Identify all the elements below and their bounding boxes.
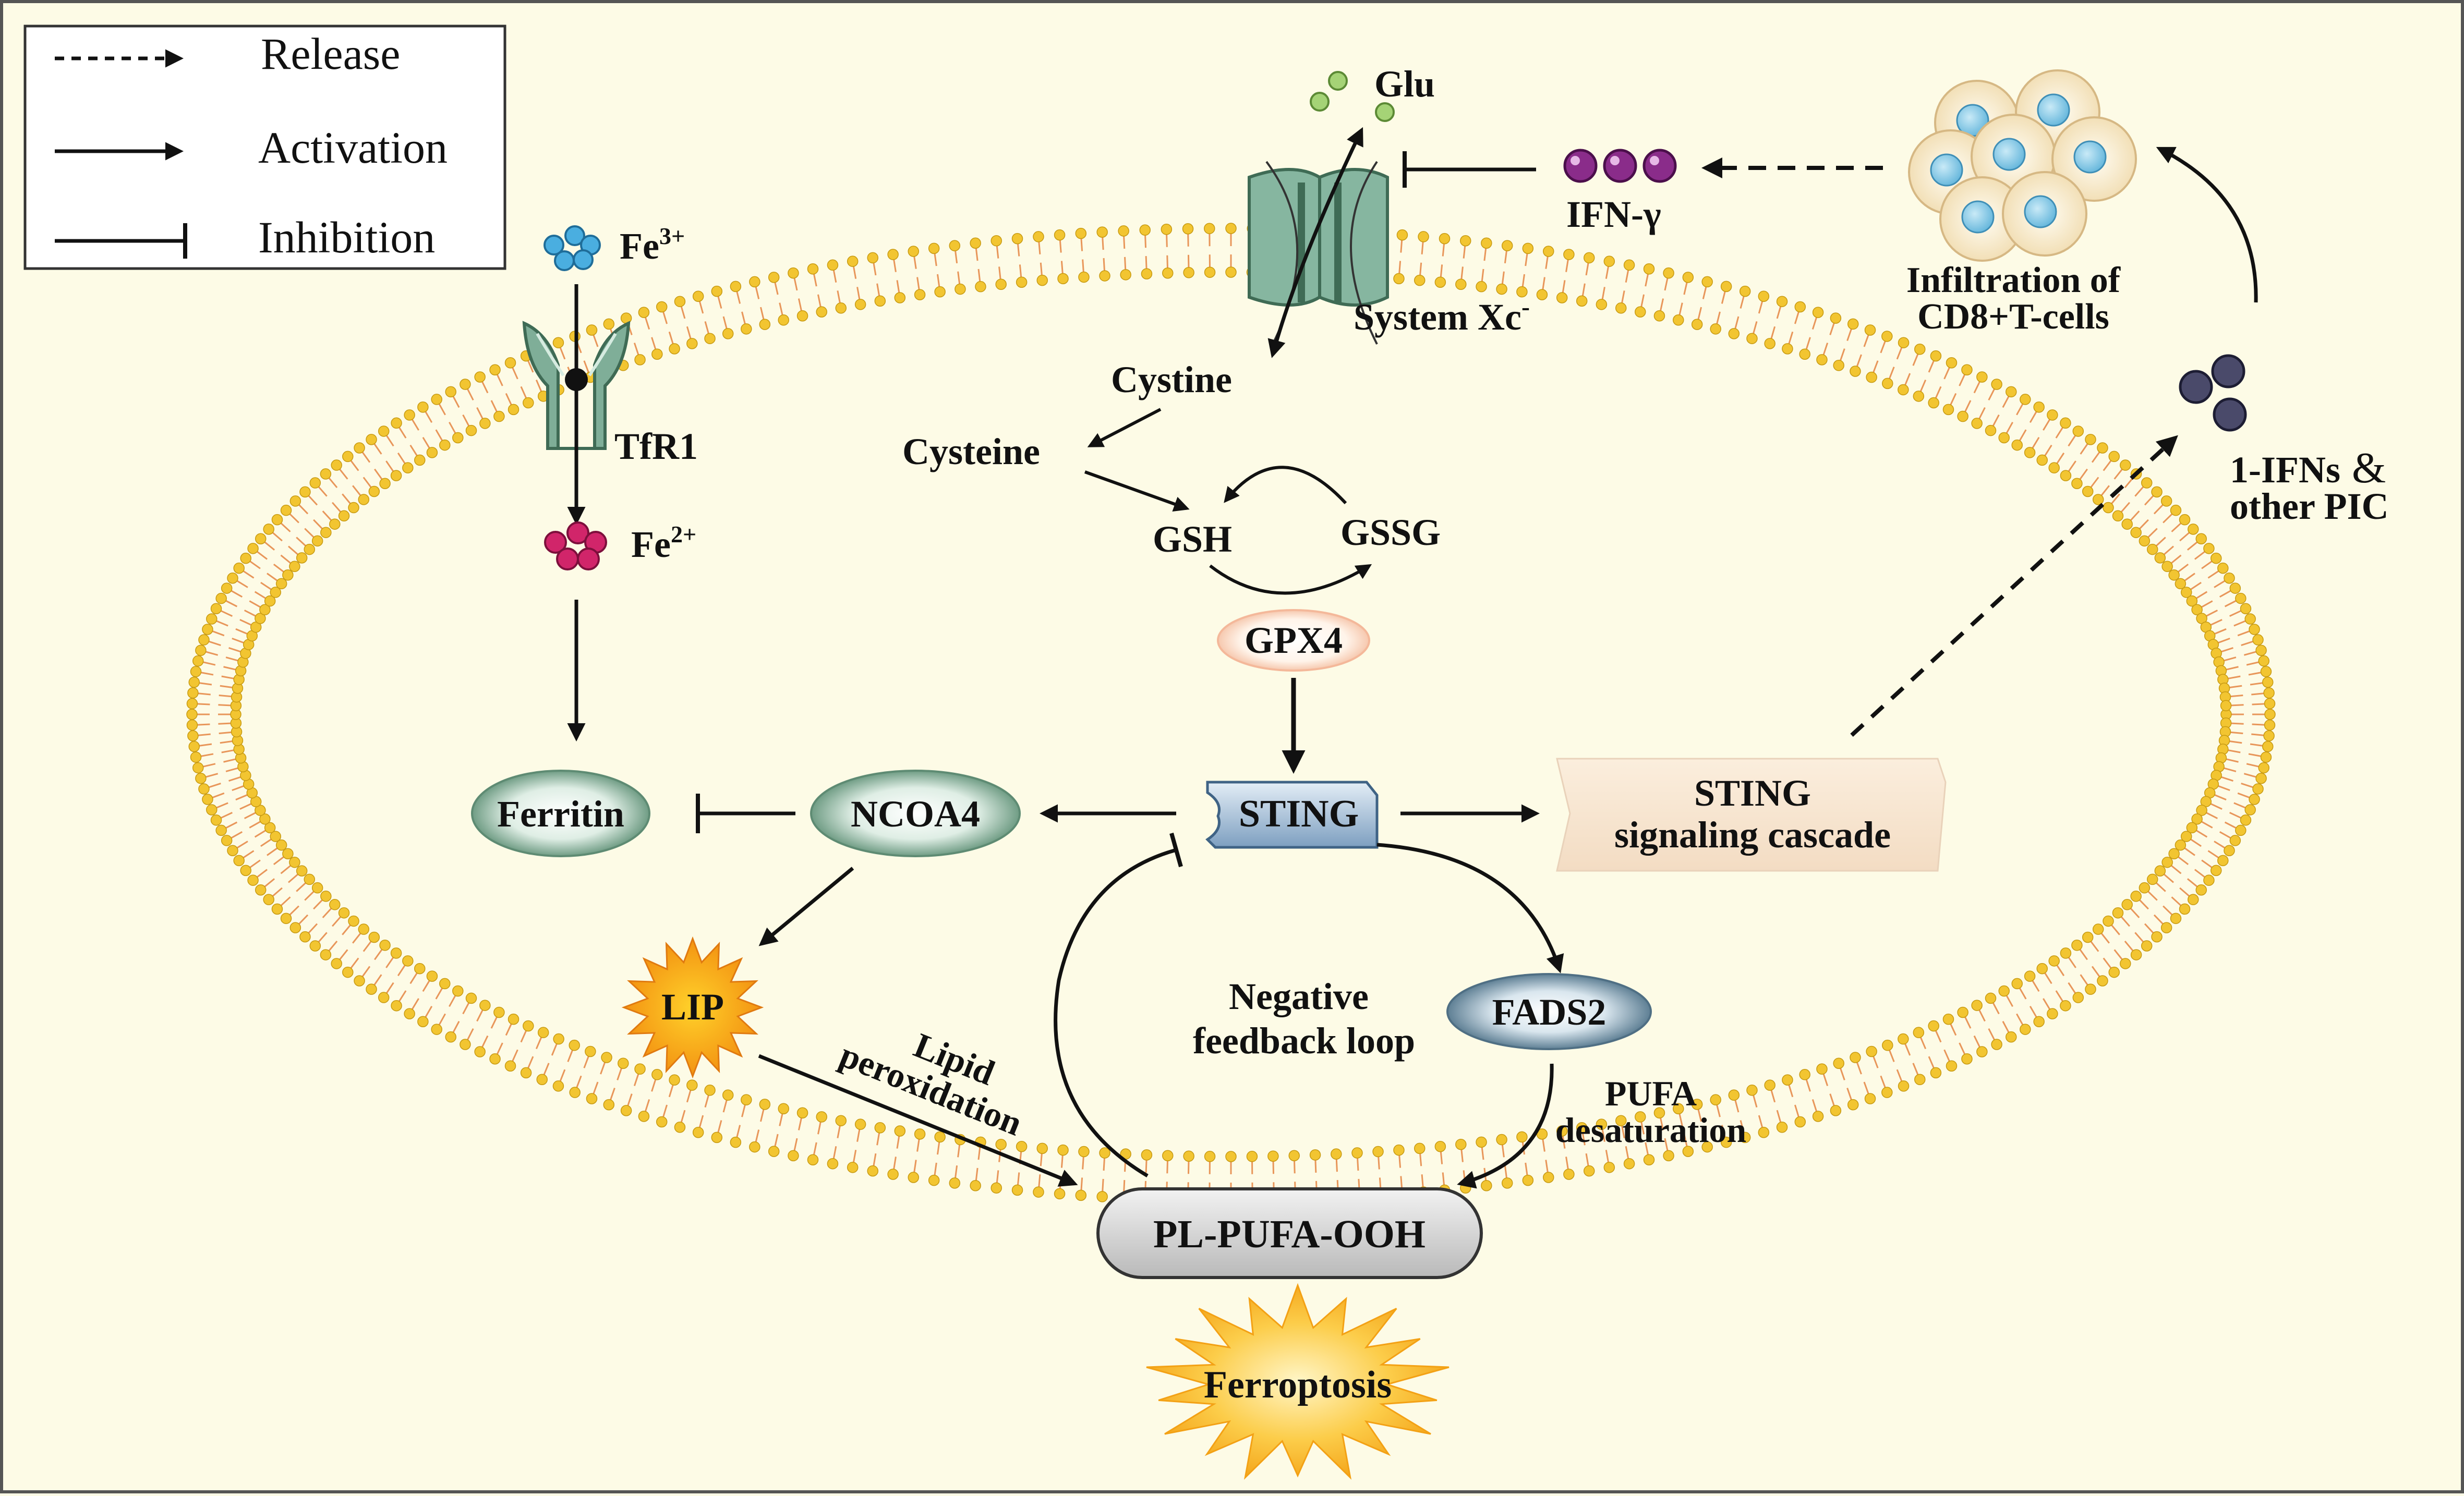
glu-label: Glu [1374,63,1435,105]
legend-inhibition-label: Inhibition [258,212,435,262]
ferritin-node: Ferritin [472,771,649,856]
negative-label-line1: Negative [1229,976,1369,1017]
sting-node: STING [1207,782,1377,847]
infiltration-label-line1: Infiltration of [1906,260,2121,300]
gssg-label: GSSG [1340,512,1441,553]
cascade-label-line1: STING [1694,772,1811,814]
ifn-gamma-particles [1565,150,1675,181]
sting-label: STING [1239,793,1359,835]
pl-pufa-ooh-label: PL-PUFA-OOH [1153,1212,1426,1256]
legend: Release Activation Inhibition [25,26,505,269]
gpx4-node: GPX4 [1218,610,1369,671]
ifn-gamma-label: IFN-γ [1566,193,1661,235]
gsh-label: GSH [1153,518,1232,560]
negative-label-line2: feedback loop [1193,1020,1415,1062]
cystine-label: Cystine [1111,359,1232,400]
ifns-label-line2: other PIC [2230,485,2389,527]
cysteine-label: Cysteine [902,431,1040,472]
sting-cascade-node: STING signaling cascade [1557,759,1946,871]
ferritin-label: Ferritin [497,793,624,835]
tfr1-label: TfR1 [614,425,698,467]
pl-pufa-ooh-node: PL-PUFA-OOH [1098,1189,1481,1278]
ferroptosis-label: Ferroptosis [1204,1364,1392,1406]
fads2-label: FADS2 [1492,991,1607,1033]
pufa-label-line2: desaturation [1555,1110,1746,1150]
legend-release-label: Release [261,29,400,79]
infiltration-label-line2: CD8+T-cells [1917,297,2109,337]
gpx4-label: GPX4 [1245,619,1343,661]
cascade-label-line2: signaling cascade [1614,814,1891,856]
pufa-label-line1: PUFA [1605,1074,1697,1113]
lip-label: LIP [661,986,724,1028]
lip-node: LIP [624,939,762,1076]
legend-activation-label: Activation [258,123,448,173]
system-xc-label: System Xc- [1354,293,1530,338]
fads2-node: FADS2 [1447,974,1651,1049]
ncoa4-node: NCOA4 [811,771,1020,856]
ncoa4-label: NCOA4 [851,793,980,835]
